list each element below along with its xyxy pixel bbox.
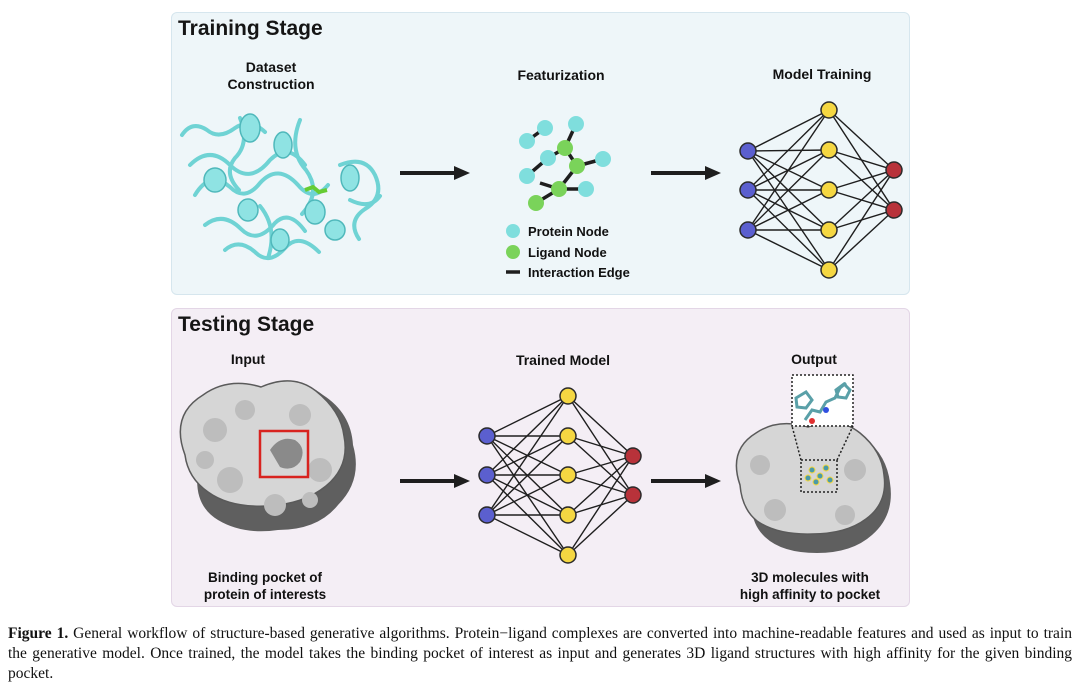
output-pocket-box [800, 459, 838, 493]
test-net-hidden-node [559, 546, 577, 564]
dataset-label-line2: Construction [227, 76, 315, 92]
train-net-edge [828, 169, 895, 231]
legend-symbols [506, 224, 520, 274]
test-net-edge [486, 474, 569, 516]
test-net-hidden-node [559, 427, 577, 445]
test-net-edge [486, 435, 569, 516]
test-net-edge [567, 494, 634, 556]
dataset-label-line1: Dataset [245, 59, 297, 75]
train-net-edge [828, 169, 895, 271]
legend-protein-node-label: Protein Node [528, 224, 609, 239]
flow-arrows [400, 166, 721, 488]
docked-ligand [804, 464, 834, 486]
test-net-input-node [478, 506, 496, 524]
test-net-hidden-node [559, 466, 577, 484]
legend-interaction-edge-label: Interaction Edge [528, 265, 630, 280]
test-net-edge [567, 455, 634, 516]
output-protein-surface [735, 374, 891, 553]
train-net-edge [828, 169, 895, 191]
test-net-output-node [624, 447, 642, 465]
train-net-hidden-node [820, 221, 838, 239]
test-net-input-node [478, 466, 496, 484]
bound-ligand [304, 184, 328, 195]
train-net-output-node [885, 161, 903, 179]
test-net-hidden-node [559, 506, 577, 524]
test-net-edge [486, 514, 569, 556]
protein-helices [203, 113, 360, 252]
train-net-hidden-node [820, 101, 838, 119]
train-net-edges [747, 109, 895, 271]
figure-caption: Figure 1. General workflow of structure-… [8, 624, 1072, 684]
dataset-construction-label: Dataset Construction [210, 59, 332, 93]
legend-protein-node-icon [506, 224, 520, 238]
train-net-edge [747, 109, 830, 152]
train-net-hidden-node [820, 261, 838, 279]
input-caption-line2: protein of interests [203, 587, 327, 602]
figure-caption-label: Figure 1. [8, 625, 69, 642]
train-net-input-node [739, 142, 757, 160]
train-net-edge [747, 109, 830, 231]
train-net-edge [828, 149, 895, 171]
model-training-label: Model Training [772, 66, 872, 82]
test-net-hidden-node [559, 387, 577, 405]
train-net-edge [747, 189, 830, 231]
train-net-edge [828, 209, 895, 271]
test-net-edge [486, 395, 569, 437]
output-caption-line2: high affinity to pocket [739, 587, 881, 602]
input-caption-line1: Binding pocket of [208, 570, 322, 585]
test-net-edge [567, 455, 634, 556]
test-net-output-node [624, 486, 642, 504]
train-net-edge [747, 149, 830, 231]
output-caption: 3D molecules with high affinity to pocke… [722, 569, 898, 603]
test-net-edge [486, 395, 569, 476]
train-net-input-node [739, 221, 757, 239]
test-net-edge [567, 455, 634, 476]
test-net-input-node [478, 427, 496, 445]
train-net-output-node [885, 201, 903, 219]
featurization-graph [519, 116, 611, 211]
featurization-label: Featurization [517, 67, 605, 83]
test-net-edge [567, 435, 634, 457]
train-net-hidden-node [820, 181, 838, 199]
figure-caption-text: General workflow of structure-based gene… [8, 625, 1072, 682]
model-training-network [739, 101, 903, 279]
output-caption-line1: 3D molecules with [751, 570, 869, 585]
testing-stage-title: Testing Stage [178, 313, 315, 336]
legend-ligand-node-label: Ligand Node [528, 245, 607, 260]
trained-model-network [478, 387, 642, 564]
training-stage-title: Training Stage [178, 17, 323, 40]
output-label: Output [791, 351, 837, 367]
legend-ligand-node-icon [506, 245, 520, 259]
test-net-edge [486, 395, 569, 516]
train-net-hidden-node [820, 141, 838, 159]
train-net-edge [828, 109, 895, 171]
train-net-edge [747, 109, 830, 191]
binding-pocket-box [258, 429, 310, 479]
trained-model-label: Trained Model [515, 352, 611, 368]
input-caption: Binding pocket of protein of interests [180, 569, 350, 603]
test-net-edge [567, 395, 634, 457]
input-label: Input [230, 351, 266, 367]
train-net-edge [747, 229, 830, 271]
test-net-edges [486, 395, 634, 556]
train-net-input-node [739, 181, 757, 199]
zoomed-ligand-structure [794, 381, 852, 421]
input-protein-surface [179, 380, 356, 532]
